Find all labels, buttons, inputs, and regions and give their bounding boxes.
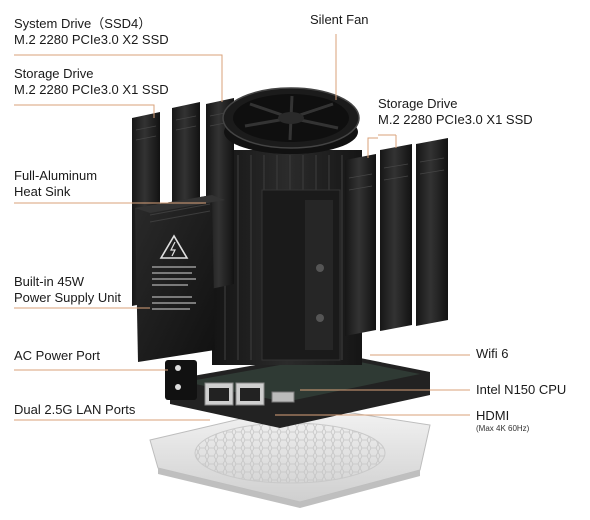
storage-drive-left-spec: M.2 2280 PCIe3.0 X1 SSD <box>14 82 169 97</box>
heat-sink-label: Full-Aluminum Heat Sink <box>14 168 97 200</box>
power-supply-unit <box>135 195 225 362</box>
heat-sink-title: Full-Aluminum <box>14 168 98 183</box>
io-ports <box>165 360 295 406</box>
heat-sink-body <box>212 150 362 365</box>
lan-ports-title: Dual 2.5G LAN Ports <box>14 402 136 417</box>
storage-drive-right-spec: M.2 2280 PCIe3.0 X1 SSD <box>378 112 533 127</box>
storage-drive-right-title: Storage Drive <box>378 96 458 111</box>
power-supply-sub: Power Supply Unit <box>14 290 121 305</box>
power-supply-label: Built-in 45W Power Supply Unit <box>14 274 121 306</box>
hdmi-spec: (Max 4K 60Hz) <box>476 424 530 433</box>
system-drive-title: System Drive（SSD4） <box>14 16 152 31</box>
right-ssd-stack <box>345 138 448 336</box>
fan <box>222 87 360 154</box>
silent-fan-title: Silent Fan <box>310 12 369 27</box>
ac-power-title: AC Power Port <box>14 348 100 363</box>
base-plate <box>149 404 431 508</box>
storage-drive-left-label: Storage Drive M.2 2280 PCIe3.0 X1 SSD <box>14 66 169 98</box>
hdmi-label: HDMI (Max 4K 60Hz) <box>476 408 529 434</box>
wifi-title: Wifi 6 <box>476 346 509 361</box>
storage-drive-right-label: Storage Drive M.2 2280 PCIe3.0 X1 SSD <box>378 96 533 128</box>
high-voltage-warning-icon <box>159 234 189 259</box>
cpu-label: Intel N150 CPU <box>476 382 566 398</box>
silent-fan-label: Silent Fan <box>310 12 369 28</box>
system-drive-spec: M.2 2280 PCIe3.0 X2 SSD <box>14 32 169 47</box>
heat-sink-sub: Heat Sink <box>14 184 71 199</box>
storage-drive-left-title: Storage Drive <box>14 66 94 81</box>
lan-ports-label: Dual 2.5G LAN Ports <box>14 402 135 418</box>
power-supply-title: Built-in 45W <box>14 274 85 289</box>
leader-lines <box>14 34 470 421</box>
ac-power-label: AC Power Port <box>14 348 100 364</box>
cpu-title: Intel N150 CPU <box>476 382 567 397</box>
hdmi-title: HDMI <box>476 408 510 423</box>
system-drive-label: System Drive（SSD4） M.2 2280 PCIe3.0 X2 S… <box>14 16 169 48</box>
wifi-label: Wifi 6 <box>476 346 509 362</box>
